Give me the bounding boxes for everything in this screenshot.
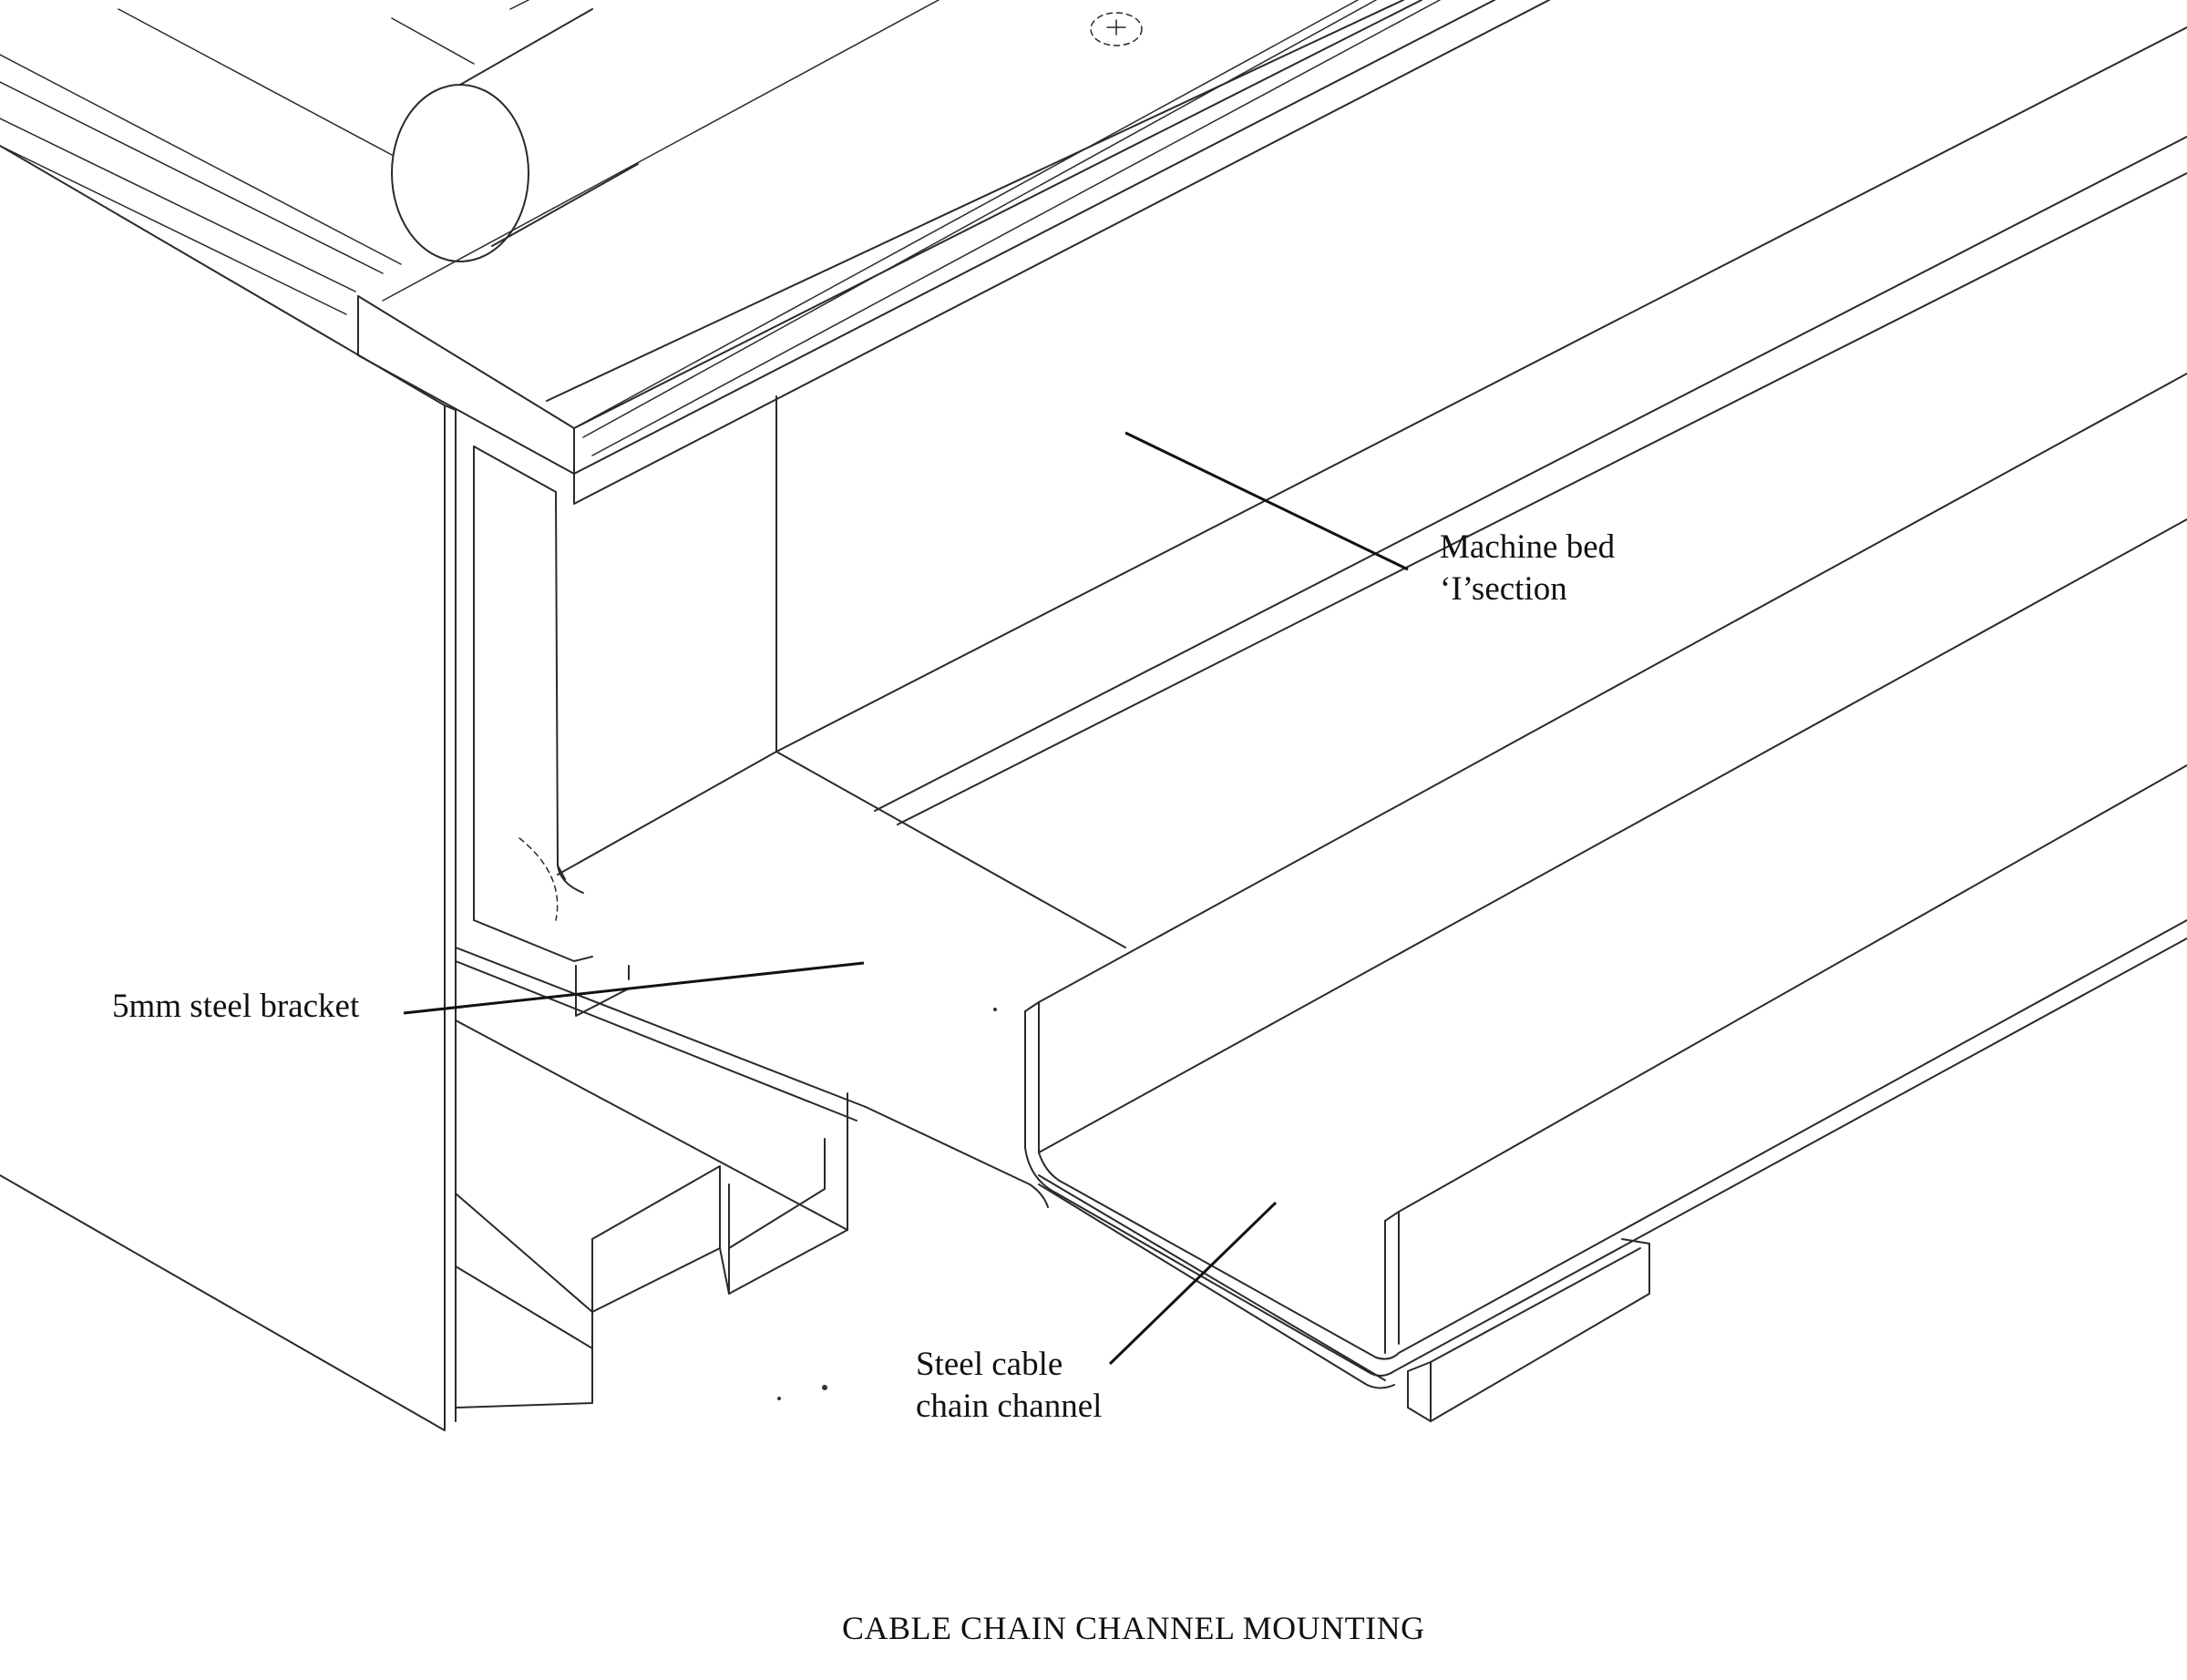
label-machine-bed: Machine bed ‘I’section <box>1440 527 1615 610</box>
i-section-web <box>0 145 777 1431</box>
fastener-mark <box>1090 12 1143 46</box>
foot-plate <box>1407 1238 1650 1422</box>
label-machine-bed-line2: ‘I’section <box>1440 570 1567 608</box>
leader-bracket <box>403 961 865 1015</box>
lower-profile <box>455 1019 848 1409</box>
roller-bar <box>391 8 639 262</box>
label-channel-line2: chain channel <box>916 1388 1103 1425</box>
steel-bracket <box>455 947 1049 1208</box>
inner-floor <box>557 26 2187 948</box>
specks <box>777 1008 997 1400</box>
label-channel: Steel cable chain channel <box>916 1344 1102 1428</box>
top-rails <box>0 0 1441 456</box>
leader-channel <box>1108 1201 1278 1366</box>
label-channel-line1: Steel cable <box>916 1346 1063 1383</box>
leader-lines <box>403 431 1409 1366</box>
label-machine-bed-line1: Machine bed <box>1440 528 1616 566</box>
top-flange <box>357 0 1550 505</box>
leader-machine-bed <box>1124 431 1409 571</box>
label-bracket: 5mm steel bracket <box>112 988 360 1025</box>
drawing-caption: CABLE CHAIN CHANNEL MOUNTING <box>842 1610 1425 1646</box>
cable-chain-channel <box>1024 373 2187 1389</box>
web-bend <box>473 837 593 962</box>
